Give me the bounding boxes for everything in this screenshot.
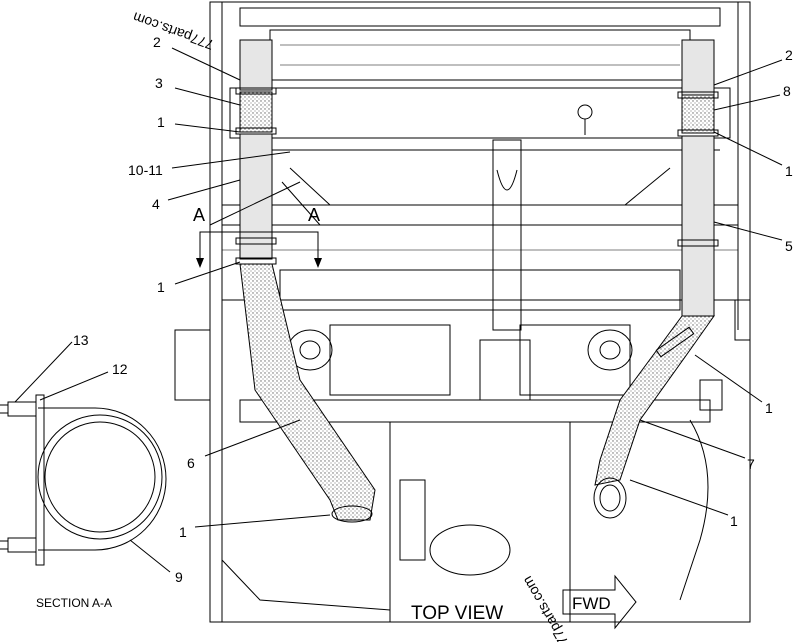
callout-10-11: 10-11	[128, 162, 163, 178]
fwd-label: FWD	[572, 594, 611, 613]
watermark-top: 777parts.com	[131, 9, 216, 53]
callout-9: 9	[175, 569, 183, 585]
right-hose	[593, 39, 719, 519]
view-title: TOP VIEW	[411, 603, 503, 624]
section-mark-right: A	[308, 205, 320, 225]
callout-13: 13	[73, 332, 89, 348]
callout-5: 5	[785, 238, 793, 254]
callout-6: 6	[187, 455, 195, 471]
callout-8: 8	[783, 83, 791, 99]
left-callouts: 2 3 1 10-11 4 1 6 1	[128, 34, 331, 540]
watermark-bottom: 777parts.com	[519, 574, 575, 642]
callout-2-right: 2	[785, 47, 793, 63]
section-mark-left: A	[193, 205, 205, 225]
section-title: SECTION A-A	[36, 596, 112, 610]
callout-12: 12	[112, 361, 128, 377]
callout-1: 1	[785, 163, 793, 179]
callout-1: 1	[157, 279, 165, 295]
callout-1: 1	[179, 524, 187, 540]
callout-4: 4	[152, 196, 160, 212]
left-hose	[235, 39, 376, 523]
callout-1: 1	[765, 400, 773, 416]
section-a-a: 13 12 9 SECTION A-A	[0, 332, 183, 610]
fwd-arrow: FWD	[562, 574, 637, 630]
right-callouts: 2 8 1 5 1 7 1	[629, 47, 793, 529]
section-cut-marker: A A	[193, 181, 322, 268]
callout-1: 1	[157, 114, 165, 130]
callout-3: 3	[155, 75, 163, 91]
callout-1: 1	[730, 513, 738, 529]
callout-2-left: 2	[153, 34, 161, 50]
callout-7: 7	[747, 456, 755, 472]
